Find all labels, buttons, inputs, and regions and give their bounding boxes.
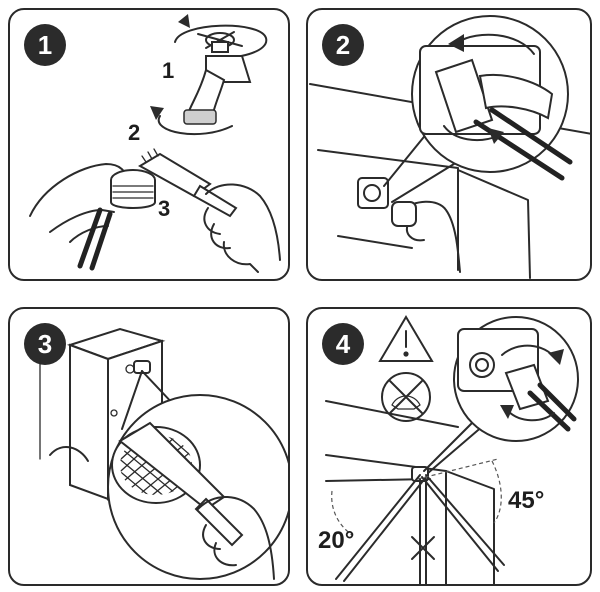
step-2-panel: 2 [306, 8, 592, 281]
warning-triangle-icon [378, 315, 434, 362]
angle-left-label: 20° [318, 527, 355, 554]
turn-step-1-label: 1 [162, 58, 175, 83]
prohibited-icon [381, 372, 431, 422]
hand-unscrewing-hose [391, 200, 461, 273]
rotate-arrow-icon [448, 33, 535, 55]
washing-machine-back [325, 400, 495, 584]
inlet-filter [110, 169, 156, 209]
cleaning-brush [138, 148, 238, 218]
hand-holding-brush [197, 495, 275, 580]
brush-step-3-label: 3 [158, 196, 171, 221]
angle-right-label: 45° [508, 487, 545, 514]
step-4-panel: 4 [306, 307, 592, 586]
tap-body [183, 55, 252, 125]
step-4-illustration [325, 315, 579, 584]
crossed-out-icon [411, 536, 435, 560]
rotate-arrow-icon [500, 405, 555, 422]
step-3-badge: 3 [24, 323, 66, 365]
turn-step-2-label: 2 [128, 120, 141, 145]
step-3-panel: 3 [8, 307, 290, 586]
hand-holding-brush [203, 183, 281, 273]
rotate-arrow-icon [150, 106, 233, 136]
detail-magnifier [453, 316, 579, 442]
step-2-badge: 2 [322, 24, 364, 66]
step-4-badge: 4 [322, 323, 364, 365]
step-2-illustration [309, 15, 590, 279]
detail-magnifier [411, 15, 573, 181]
inlet-hose-positions [335, 474, 505, 584]
step-1-badge: 1 [24, 24, 66, 66]
step-1-illustration [29, 14, 281, 273]
step-1-panel: 1 [8, 8, 290, 281]
rotate-arrow-icon [443, 125, 504, 144]
tap-handle [197, 31, 243, 53]
washing-machine-back [309, 83, 590, 279]
detail-magnifier [107, 394, 288, 580]
rotate-arrow-icon [501, 344, 564, 365]
step-3-illustration [39, 327, 288, 580]
